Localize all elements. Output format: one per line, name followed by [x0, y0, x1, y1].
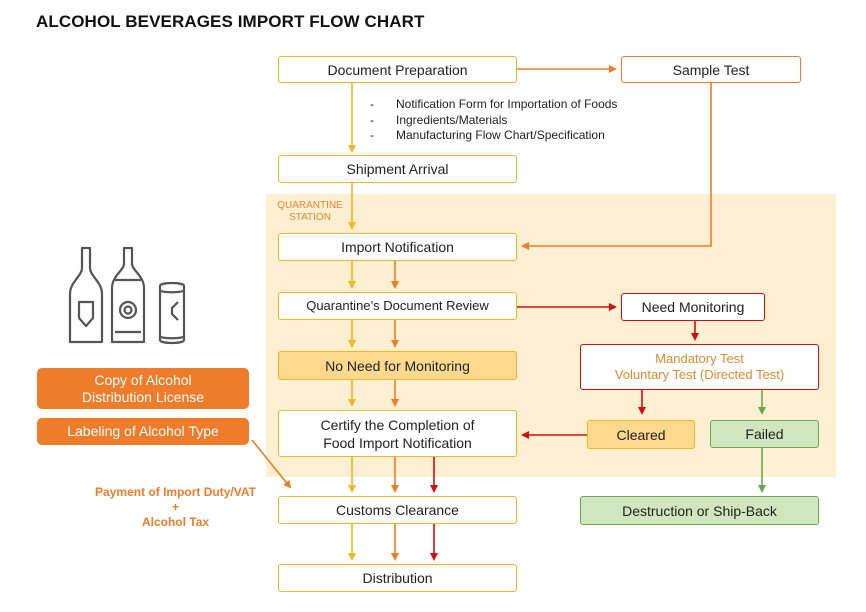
- payment-note: Payment of Import Duty/VAT + Alcohol Tax: [78, 485, 273, 530]
- list-item: -Manufacturing Flow Chart/Specification: [370, 128, 605, 142]
- alcohol-labeling-label: Labeling of Alcohol Type: [67, 423, 219, 439]
- certify-line2: Food Import Notification: [323, 434, 472, 451]
- document-preparation-label: Document Preparation: [327, 61, 468, 78]
- payment-line1: Payment of Import Duty/VAT: [95, 485, 256, 499]
- beverage-can-icon: [158, 281, 186, 345]
- document-preparation-box: Document Preparation: [278, 56, 517, 83]
- shipment-arrival-label: Shipment Arrival: [346, 161, 449, 177]
- distribution-box: Distribution: [278, 564, 517, 592]
- customs-clearance-label: Customs Clearance: [336, 502, 459, 518]
- alcohol-license-line1: Copy of Alcohol: [94, 371, 192, 388]
- import-notification-box: Import Notification: [278, 233, 517, 261]
- no-need-monitoring-box: No Need for Monitoring: [278, 351, 517, 380]
- cleared-box: Cleared: [587, 420, 695, 449]
- need-monitoring-box: Need Monitoring: [621, 293, 765, 321]
- alcohol-license-line2: Distribution License: [81, 388, 205, 405]
- payment-line2: Alcohol Tax: [141, 515, 210, 529]
- certify-completion-box: Certify the Completion of Food Import No…: [278, 410, 517, 457]
- arrow-sample-to-import: [521, 83, 712, 250]
- alcohol-license-box: Copy of Alcohol Distribution License: [37, 368, 249, 409]
- certify-line1: Certify the Completion of: [320, 416, 475, 433]
- distribution-label: Distribution: [362, 570, 433, 586]
- beer-bottle-icon: [110, 246, 146, 344]
- list-item: -Notification Form for Importation of Fo…: [370, 97, 618, 111]
- test-box: Mandatory Test Voluntary Test (Directed …: [580, 344, 819, 390]
- import-notification-label: Import Notification: [341, 239, 454, 255]
- shipment-arrival-box: Shipment Arrival: [278, 155, 517, 183]
- page-title: ALCOHOL BEVERAGES IMPORT FLOW CHART: [36, 12, 425, 31]
- need-monitoring-label: Need Monitoring: [641, 299, 745, 315]
- destruction-box: Destruction or Ship-Back: [580, 496, 819, 525]
- alcohol-icons: [68, 246, 186, 345]
- arrow-labeling-to-customs: [251, 439, 292, 489]
- document-review-box: Quarantine’s Document Review: [278, 292, 517, 320]
- no-need-monitoring-label: No Need for Monitoring: [325, 357, 470, 374]
- sample-test-box: Sample Test: [621, 56, 801, 83]
- failed-label: Failed: [745, 426, 784, 442]
- quarantine-station-label: QUARANTINE STATION: [277, 200, 343, 223]
- customs-clearance-box: Customs Clearance: [278, 496, 517, 524]
- destruction-label: Destruction or Ship-Back: [622, 502, 777, 519]
- wine-bottle-icon: [68, 246, 104, 344]
- mandatory-test-label: Mandatory Test: [655, 351, 744, 366]
- failed-box: Failed: [710, 420, 819, 448]
- sample-test-label: Sample Test: [672, 61, 750, 78]
- document-review-label: Quarantine’s Document Review: [306, 298, 489, 313]
- voluntary-test-label: Voluntary Test (Directed Test): [614, 367, 785, 382]
- required-documents-list: -Notification Form for Importation of Fo…: [370, 97, 617, 144]
- payment-plus: +: [171, 500, 179, 514]
- cleared-label: Cleared: [616, 426, 666, 443]
- alcohol-labeling-box: Labeling of Alcohol Type: [37, 418, 249, 445]
- list-item: -Ingredients/Materials: [370, 112, 508, 127]
